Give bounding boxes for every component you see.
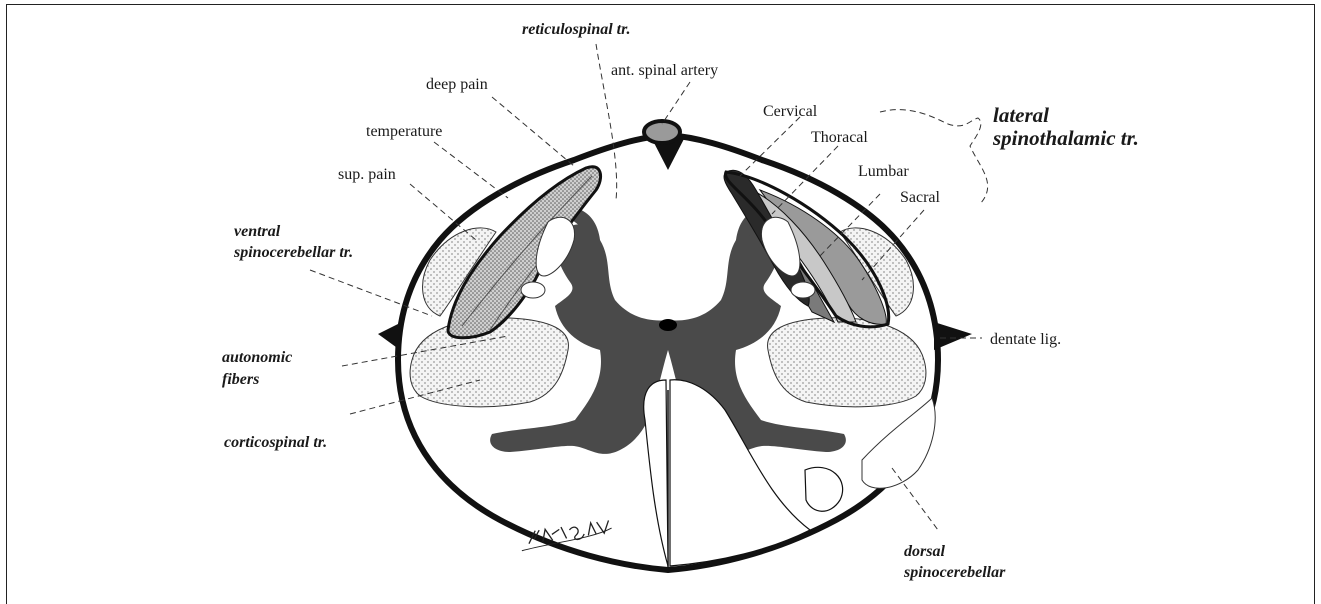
label-thoracal: Thoracal: [811, 129, 868, 146]
label-corticospinal: corticospinal tr.: [224, 434, 327, 451]
leader-deep-pain: [492, 97, 574, 166]
label-temperature: temperature: [366, 123, 442, 140]
leader-temperature: [434, 142, 508, 198]
label-ventral-line2: spinocerebellar tr.: [233, 244, 353, 261]
label-ventral-line1: ventral: [234, 223, 281, 240]
label-deep-pain: deep pain: [426, 76, 488, 93]
label-dentate: dentate lig.: [990, 331, 1061, 348]
dentate-ligament-left: [378, 322, 402, 350]
label-sup-pain: sup. pain: [338, 166, 396, 183]
small-nucleus-right: [791, 282, 815, 298]
label-lateral-line2: spinothalamic tr.: [992, 126, 1139, 150]
label-reticulospinal: reticulospinal tr.: [522, 21, 630, 38]
anterior-spinal-artery: [644, 121, 680, 143]
label-cervical: Cervical: [763, 103, 818, 120]
label-sacral: Sacral: [900, 189, 941, 206]
dentate-ligament-right: [934, 322, 972, 350]
label-dorsal-line2: spinocerebellar: [903, 564, 1006, 581]
label-lumbar: Lumbar: [858, 163, 909, 180]
leader-ant-spinal-artery: [662, 82, 690, 124]
leader-dorsal-spinocerebellar: [892, 468, 938, 530]
small-nucleus-left: [521, 282, 545, 298]
label-autonomic-line2: fibers: [222, 371, 259, 388]
label-dorsal-line1: dorsal: [904, 543, 945, 560]
central-canal: [659, 319, 677, 331]
label-ant-spinal-artery: ant. spinal artery: [611, 62, 718, 79]
label-autonomic-line1: autonomic: [222, 349, 292, 366]
label-lateral-line1: lateral: [993, 103, 1049, 127]
